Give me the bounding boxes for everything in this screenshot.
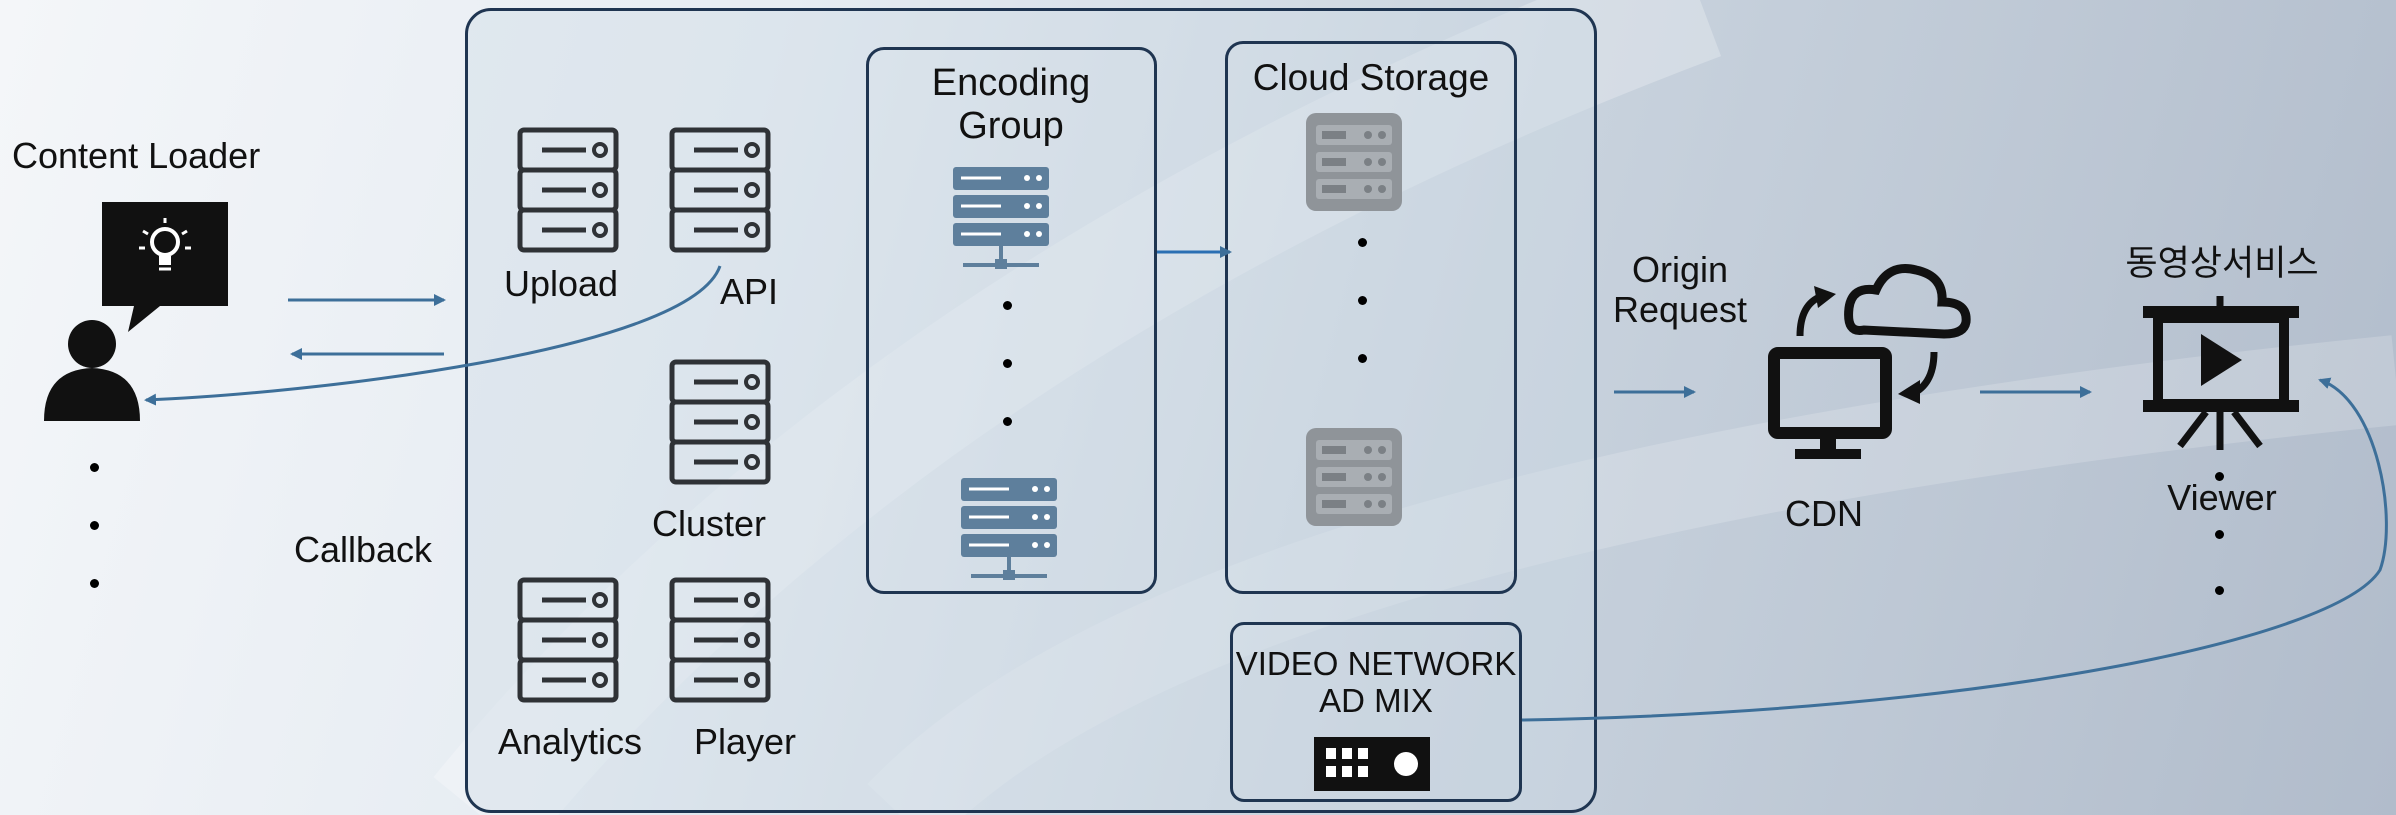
- video-network-frame: [1230, 622, 1522, 802]
- viewer-label: Viewer: [2167, 477, 2277, 518]
- cdn-icon: [1768, 264, 1971, 459]
- api-server-icon: [672, 130, 768, 250]
- analytics-server-icon: [520, 580, 616, 700]
- upload-server-icon: [520, 130, 616, 250]
- content-loader-label: Content Loader: [12, 135, 261, 176]
- viewer-ellipsis-dot: [2215, 530, 2224, 539]
- video-network-label-line2: AD MIX: [1319, 681, 1433, 719]
- content-loader-icon: [44, 202, 228, 421]
- storage-server-icon: [1306, 428, 1402, 526]
- encoding-ellipsis-dot: [1003, 359, 1012, 368]
- encoding-group-label-line1: Encoding: [931, 62, 1091, 104]
- storage-ellipsis-dot: [1358, 238, 1367, 247]
- encoding-ellipsis-dot: [1003, 417, 1012, 426]
- encoding-group-label: Encoding Group: [876, 62, 1146, 147]
- origin-request-label-line2: Request: [1612, 289, 1748, 331]
- encoding-ellipsis-dot: [1003, 301, 1012, 310]
- api-label: API: [720, 271, 779, 312]
- storage-ellipsis-dot: [1358, 354, 1367, 363]
- viewer-screen-icon: [2143, 296, 2299, 450]
- platform-frame: [465, 8, 1597, 813]
- storage-server-icon: [1306, 113, 1402, 211]
- player-server-icon: [672, 580, 768, 700]
- video-network-label: VIDEO NETWORK AD MIX: [1233, 645, 1519, 720]
- viewer-ellipsis-dot: [2215, 586, 2224, 595]
- cluster-server-icon: [672, 362, 768, 482]
- cdn-label: CDN: [1785, 493, 1863, 534]
- origin-request-label: Origin Request: [1596, 249, 1764, 331]
- encoding-group-label-line2: Group: [958, 104, 1064, 147]
- callback-label: Callback: [294, 529, 433, 570]
- encoding-group-frame: [866, 47, 1157, 594]
- analytics-label: Analytics: [498, 721, 643, 762]
- viewer-ellipsis-dot: [2215, 472, 2224, 481]
- ad-mixer-icon: [1314, 737, 1430, 791]
- cloud-storage-frame: [1225, 41, 1517, 594]
- ad-mix-to-viewer-arrow: [1521, 377, 2388, 722]
- encoding-server-icon: [951, 165, 1051, 271]
- encoding-server-icon: [959, 476, 1059, 582]
- loader-ellipsis-dot: [90, 579, 99, 588]
- video-network-label-line1: VIDEO NETWORK: [1235, 645, 1517, 682]
- cloud-storage-label: Cloud Storage: [1252, 57, 1490, 98]
- origin-request-label-line1: Origin: [1631, 249, 1729, 290]
- viewer-service-title: 동영상서비스: [2125, 244, 2319, 283]
- callback-arrow: [144, 265, 722, 406]
- loader-ellipsis-dot: [90, 463, 99, 472]
- storage-ellipsis-dot: [1358, 296, 1367, 305]
- player-label: Player: [694, 721, 797, 762]
- cluster-label: Cluster: [652, 503, 767, 544]
- loader-ellipsis-dot: [90, 521, 99, 530]
- upload-label: Upload: [504, 263, 619, 304]
